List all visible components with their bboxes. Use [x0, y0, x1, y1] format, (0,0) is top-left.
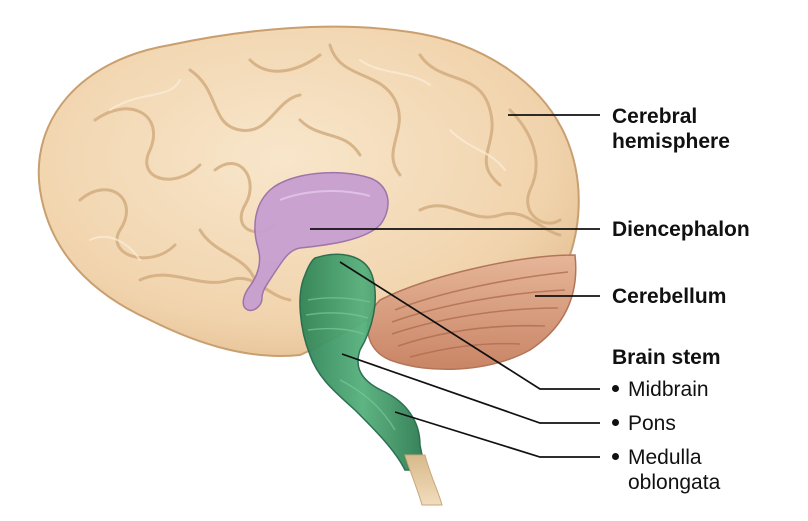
- label-midbrain-text: Midbrain: [628, 378, 709, 401]
- label-diencephalon: Diencephalon: [612, 218, 750, 241]
- diencephalon-shape: [242, 171, 389, 312]
- label-cerebral-line2: hemisphere: [612, 130, 730, 153]
- bullet-icon: [612, 452, 619, 460]
- label-brain-stem: Brain stem: [612, 346, 721, 369]
- label-cerebral-line1: Cerebral: [612, 105, 698, 128]
- cerebellum-shape: [366, 254, 577, 371]
- label-medulla-oblongata: Medulla oblongata: [612, 445, 720, 495]
- leader-line-medulla: [394, 411, 600, 458]
- bullet-icon: [612, 418, 619, 426]
- label-pons-text: Pons: [628, 412, 676, 435]
- label-pons: Pons: [612, 411, 676, 436]
- bullet-icon: [612, 384, 619, 392]
- leader-lines: [310, 114, 600, 458]
- label-medulla-line2: oblongata: [628, 471, 721, 494]
- label-midbrain: Midbrain: [612, 377, 709, 402]
- leader-line-midbrain: [339, 261, 600, 390]
- leader-line-pons: [341, 353, 600, 424]
- label-cerebellum: Cerebellum: [612, 285, 727, 308]
- spinal-cord-shape: [404, 454, 443, 506]
- label-medulla-line1: Medulla: [628, 446, 702, 469]
- label-cerebral-hemisphere: Cerebral hemisphere: [612, 104, 730, 154]
